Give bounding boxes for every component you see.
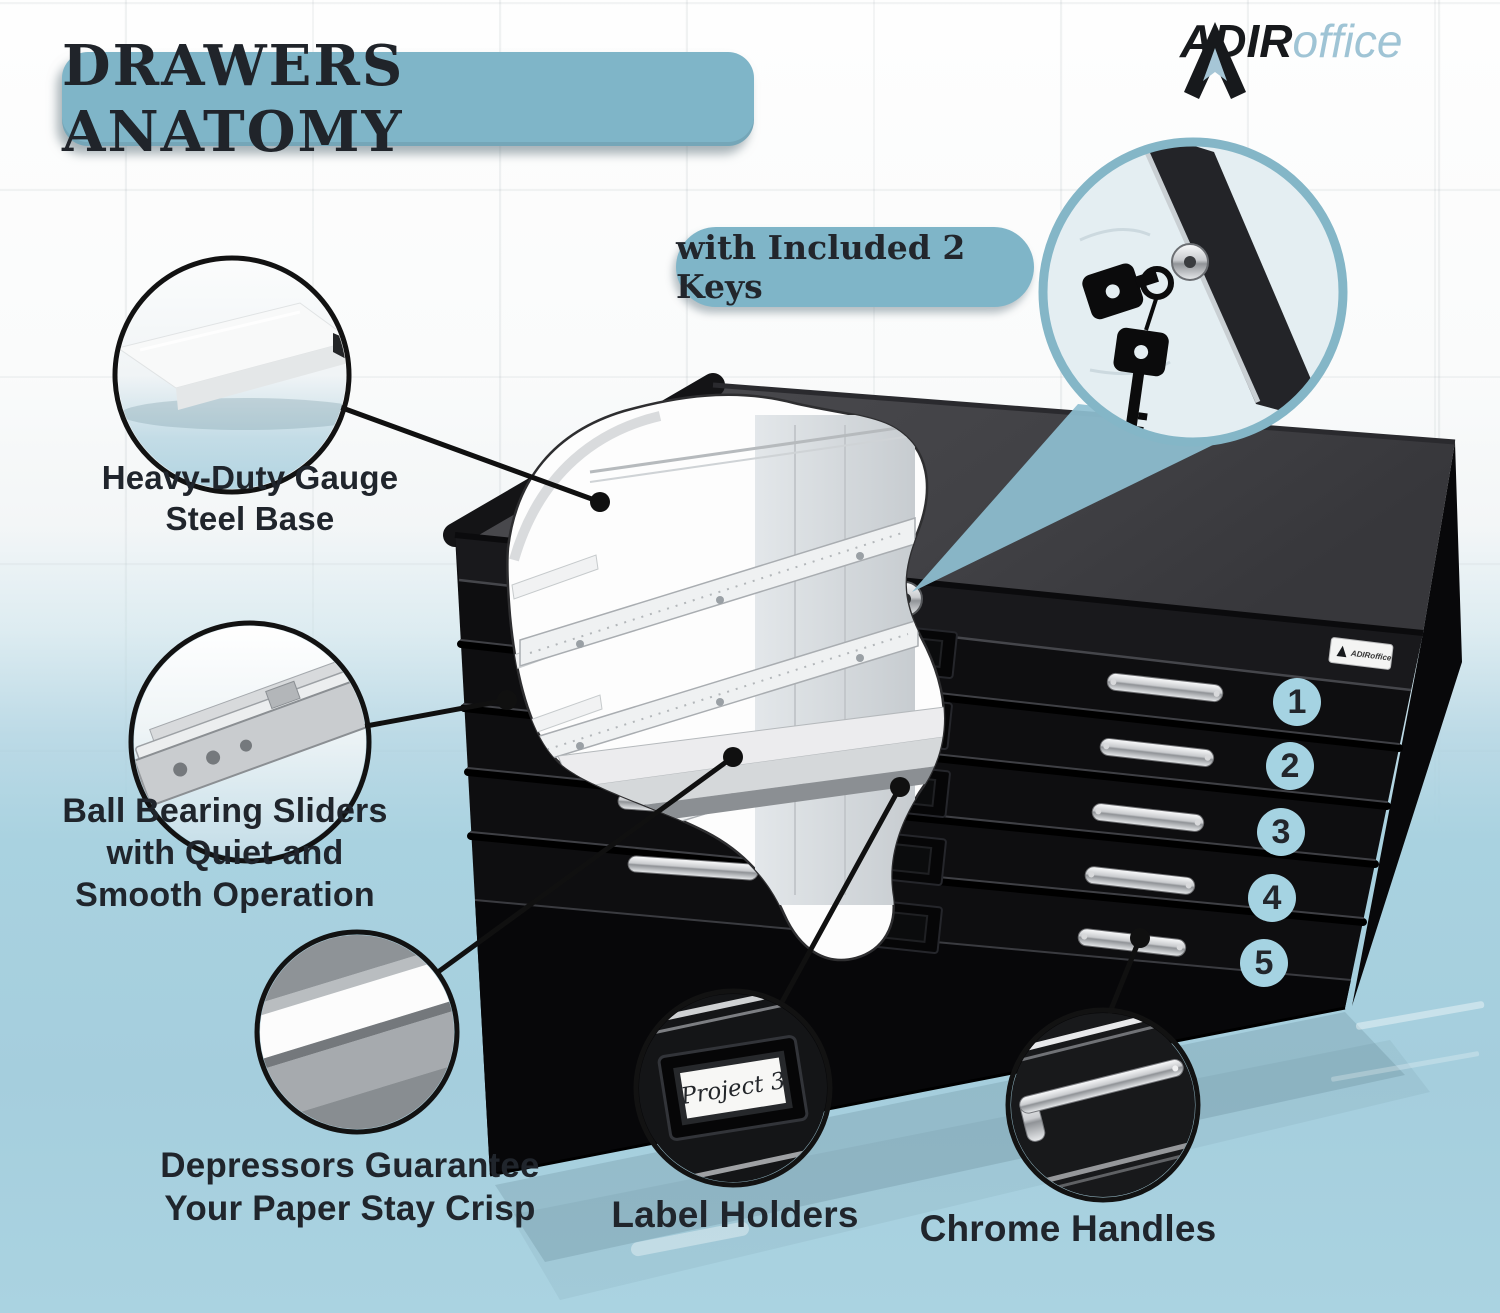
depressors-inset-circle bbox=[254, 929, 460, 1135]
drawer-number-1: 1 bbox=[1273, 678, 1321, 726]
sliders-inset-circle bbox=[128, 620, 372, 864]
steel-base-label-line1: Heavy-Duty Gauge bbox=[101, 459, 399, 496]
keys-callout: with Included 2 Keys bbox=[676, 227, 1034, 307]
cutaway-interior bbox=[506, 393, 946, 962]
sliders-label-line2: with Quiet and bbox=[106, 834, 344, 873]
logo-suffix-text: office bbox=[1292, 15, 1403, 67]
depressors-label-line1: Depressors Guarantee bbox=[160, 1146, 540, 1185]
steel-base-label-line2: Steel Base bbox=[165, 499, 335, 537]
sliders-label: Ball Bearing Sliders with Quiet and Smoo… bbox=[10, 790, 440, 916]
cabinet-corner-in-inset bbox=[1136, 146, 1330, 424]
label-holders-label: Label Holders bbox=[555, 1192, 915, 1238]
drawer-number-5: 5 bbox=[1240, 939, 1288, 987]
label-holder-inset-circle: Project 3 bbox=[633, 988, 833, 1188]
key-icon bbox=[1082, 263, 1159, 320]
keys-beam bbox=[912, 404, 1256, 592]
logo-brand-text: ADIR bbox=[1180, 15, 1293, 67]
depressors-label-line2: Your Paper Stay Crisp bbox=[164, 1189, 536, 1229]
callout-connectors bbox=[334, 403, 1150, 1015]
drawer-number-2: 2 bbox=[1266, 742, 1314, 790]
sliders-label-line3: Smooth Operation bbox=[75, 876, 375, 915]
cabinet-brand-sticker: ADIRoffice bbox=[1328, 637, 1394, 670]
cabinet-right-side bbox=[1352, 442, 1462, 1006]
steel-base-inset-circle bbox=[112, 255, 352, 495]
chrome-handle-inset-circle bbox=[1005, 1007, 1201, 1203]
chrome-handles-label-line1: Chrome Handles bbox=[919, 1208, 1217, 1249]
drawer-number-4: 4 bbox=[1248, 874, 1296, 922]
drawer-number-3: 3 bbox=[1257, 808, 1305, 856]
chrome-handles-label: Chrome Handles bbox=[878, 1206, 1258, 1252]
steel-base-label: Heavy-Duty Gauge Steel Base bbox=[40, 458, 460, 540]
adir-logo-icon bbox=[1184, 22, 1246, 99]
keys-inset-circle bbox=[1038, 137, 1348, 447]
page-title: DRAWERS ANATOMY bbox=[62, 33, 754, 165]
depressors-label: Depressors Guarantee Your Paper Stay Cri… bbox=[110, 1144, 590, 1231]
sliders-label-line1: Ball Bearing Sliders bbox=[62, 792, 388, 830]
label-holders-label-line1: Label Holders bbox=[611, 1194, 859, 1235]
